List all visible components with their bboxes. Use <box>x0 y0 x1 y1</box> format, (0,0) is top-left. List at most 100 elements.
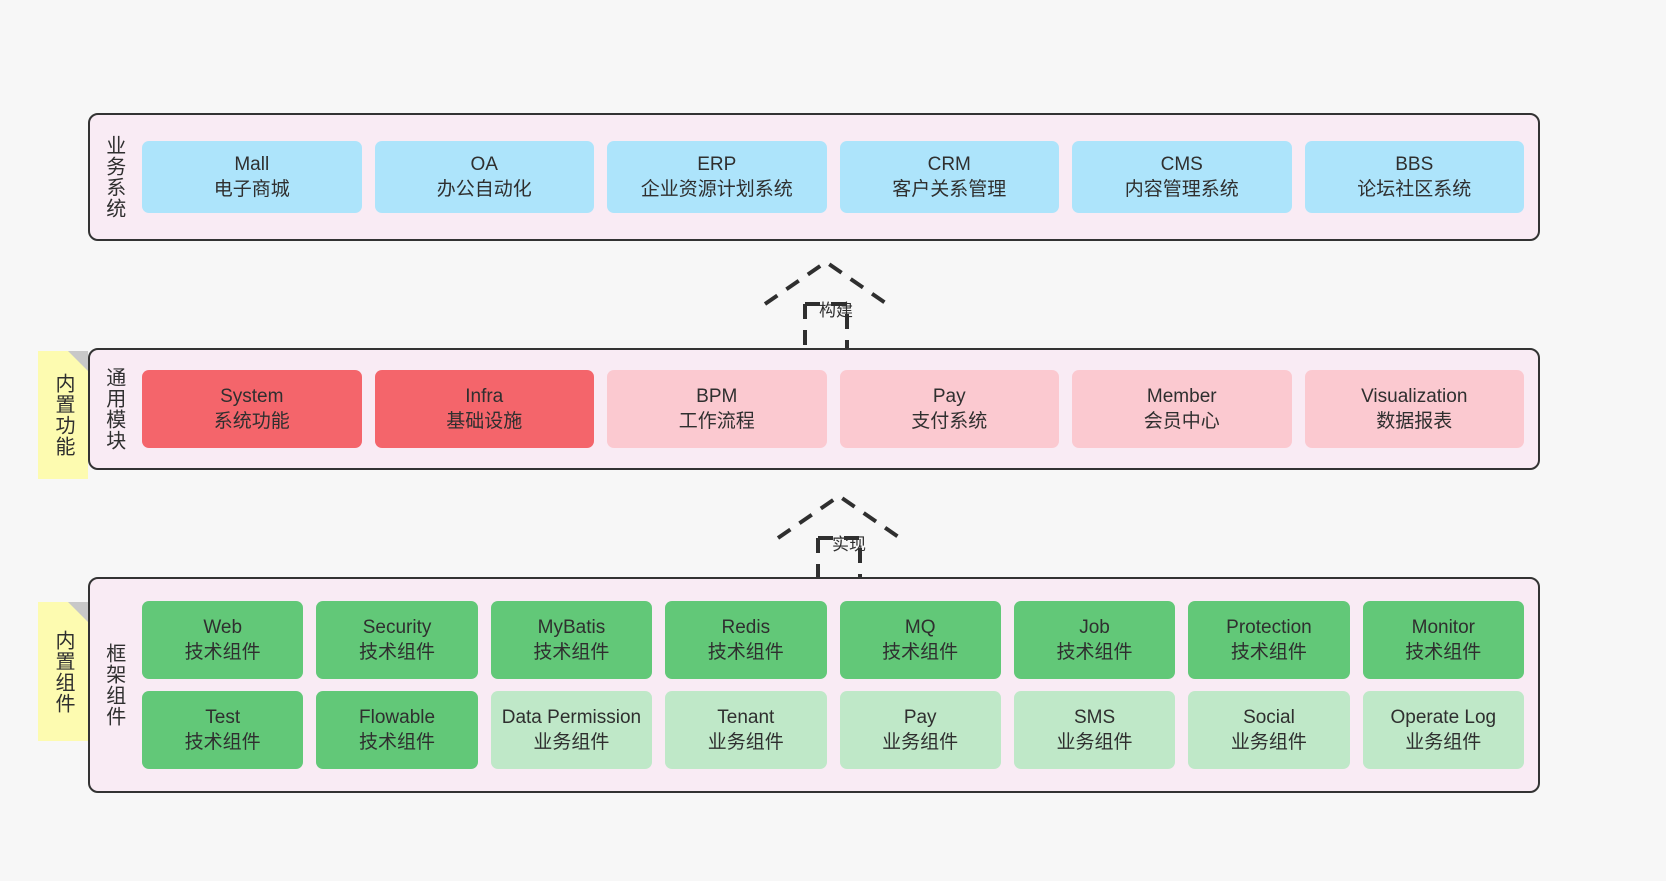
cell-system[interactable]: System 系统功能 <box>142 370 362 448</box>
cell-social-cn: 业务组件 <box>1230 732 1307 753</box>
cell-operate-log-en: Operate Log <box>1390 706 1497 728</box>
cell-mq-en: MQ <box>904 616 936 638</box>
cell-system-en: System <box>220 385 284 407</box>
note-fold-corner-icon <box>68 351 88 371</box>
layer-business-systems: 业务系统 Mall 电子商城 OA 办公自动化 ERP 企业资源计划系统 CRM… <box>88 113 1540 241</box>
cell-bbs[interactable]: BBS 论坛社区系统 <box>1304 141 1524 213</box>
cell-job[interactable]: Job 技术组件 <box>1013 601 1176 679</box>
cell-security-cn: 技术组件 <box>359 642 436 663</box>
cell-operate-log[interactable]: Operate Log 业务组件 <box>1362 691 1524 769</box>
cell-data-permission[interactable]: Data Permission 业务组件 <box>490 691 653 769</box>
cell-erp[interactable]: ERP 企业资源计划系统 <box>607 141 827 213</box>
cell-mall[interactable]: Mall 电子商城 <box>142 141 362 213</box>
cell-web-en: Web <box>203 616 243 638</box>
cell-web-cn: 技术组件 <box>184 642 261 663</box>
cell-flowable-cn: 技术组件 <box>359 732 436 753</box>
cell-sms-en: SMS <box>1073 706 1116 728</box>
cell-infra-en: Infra <box>465 385 504 407</box>
cell-oa-cn: 办公自动化 <box>436 179 532 200</box>
cell-redis-en: Redis <box>721 616 771 638</box>
cell-mall-cn: 电子商城 <box>213 179 290 200</box>
cell-mybatis-en: MyBatis <box>537 616 606 638</box>
cell-monitor-cn: 技术组件 <box>1405 642 1482 663</box>
cell-monitor-en: Monitor <box>1411 616 1475 638</box>
cell-tenant[interactable]: Tenant 业务组件 <box>665 691 827 769</box>
layer-general-modules: 通用模块 System 系统功能 Infra 基础设施 BPM 工作流程 Pay… <box>88 348 1540 470</box>
cell-pay-component-cn: 业务组件 <box>882 732 959 753</box>
layer-framework-title: 框架组件 <box>102 643 125 727</box>
cell-bpm-cn: 工作流程 <box>678 411 755 432</box>
cell-infra[interactable]: Infra 基础设施 <box>374 370 594 448</box>
cell-job-cn: 技术组件 <box>1056 642 1133 663</box>
cell-cms[interactable]: CMS 内容管理系统 <box>1072 141 1292 213</box>
connector-build-label: 构建 <box>819 301 853 320</box>
layer-business-body: Mall 电子商城 OA 办公自动化 ERP 企业资源计划系统 CRM 客户关系… <box>136 115 1538 239</box>
note-builtin-function: 内置功能 <box>38 351 88 479</box>
cell-mybatis-cn: 技术组件 <box>533 642 610 663</box>
cell-test-en: Test <box>205 706 241 728</box>
framework-row-1: Web 技术组件 Security 技术组件 MyBatis 技术组件 Redi… <box>142 601 1524 679</box>
cell-sms-cn: 业务组件 <box>1056 732 1133 753</box>
cell-tenant-cn: 业务组件 <box>707 732 784 753</box>
cell-pay-module-cn: 支付系统 <box>911 411 988 432</box>
cell-social-en: Social <box>1243 706 1295 728</box>
business-row: Mall 电子商城 OA 办公自动化 ERP 企业资源计划系统 CRM 客户关系… <box>142 141 1524 213</box>
cell-erp-cn: 企业资源计划系统 <box>640 179 793 200</box>
cell-protection[interactable]: Protection 技术组件 <box>1188 601 1350 679</box>
note-builtin-component-label: 内置组件 <box>52 629 74 714</box>
cell-member[interactable]: Member 会员中心 <box>1072 370 1292 448</box>
cell-security-en: Security <box>362 616 432 638</box>
cell-social[interactable]: Social 业务组件 <box>1188 691 1350 769</box>
connector-build: 构建 <box>757 258 917 350</box>
cell-redis[interactable]: Redis 技术组件 <box>665 601 827 679</box>
cell-sms[interactable]: SMS 业务组件 <box>1013 691 1176 769</box>
cell-pay-component-en: Pay <box>903 706 937 728</box>
cell-mall-en: Mall <box>234 153 270 175</box>
cell-mq-cn: 技术组件 <box>882 642 959 663</box>
layer-modules-body: System 系统功能 Infra 基础设施 BPM 工作流程 Pay 支付系统… <box>136 350 1538 468</box>
cell-web[interactable]: Web 技术组件 <box>142 601 304 679</box>
cell-pay-module[interactable]: Pay 支付系统 <box>839 370 1059 448</box>
cell-monitor[interactable]: Monitor 技术组件 <box>1362 601 1524 679</box>
cell-security[interactable]: Security 技术组件 <box>316 601 478 679</box>
cell-flowable-en: Flowable <box>359 706 436 728</box>
cell-data-permission-en: Data Permission <box>501 706 642 728</box>
cell-tenant-en: Tenant <box>717 706 775 728</box>
modules-row: System 系统功能 Infra 基础设施 BPM 工作流程 Pay 支付系统… <box>142 370 1524 448</box>
generalization-arrow-icon <box>763 259 889 350</box>
cell-bbs-cn: 论坛社区系统 <box>1357 179 1472 200</box>
cell-redis-cn: 技术组件 <box>707 642 784 663</box>
layer-modules-title: 通用模块 <box>102 367 125 451</box>
cell-flowable[interactable]: Flowable 技术组件 <box>316 691 478 769</box>
cell-member-en: Member <box>1146 385 1217 407</box>
cell-pay-component[interactable]: Pay 业务组件 <box>839 691 1001 769</box>
cell-oa[interactable]: OA 办公自动化 <box>374 141 594 213</box>
connector-implement: 实现 <box>770 492 930 584</box>
cell-system-cn: 系统功能 <box>213 411 290 432</box>
cell-bpm[interactable]: BPM 工作流程 <box>607 370 827 448</box>
cell-crm-en: CRM <box>927 153 971 175</box>
cell-data-permission-cn: 业务组件 <box>533 732 610 753</box>
cell-test-cn: 技术组件 <box>184 732 261 753</box>
cell-visualization-cn: 数据报表 <box>1376 411 1453 432</box>
cell-crm-cn: 客户关系管理 <box>892 179 1007 200</box>
framework-row-2: Test 技术组件 Flowable 技术组件 Data Permission … <box>142 691 1524 769</box>
cell-member-cn: 会员中心 <box>1143 411 1220 432</box>
cell-erp-en: ERP <box>697 153 737 175</box>
layer-framework-body: Web 技术组件 Security 技术组件 MyBatis 技术组件 Redi… <box>136 579 1538 791</box>
layer-business-title: 业务系统 <box>102 135 125 219</box>
cell-cms-en: CMS <box>1160 153 1203 175</box>
cell-bpm-en: BPM <box>696 385 738 407</box>
cell-bbs-en: BBS <box>1395 153 1434 175</box>
cell-visualization-en: Visualization <box>1361 385 1468 407</box>
cell-mybatis[interactable]: MyBatis 技术组件 <box>490 601 653 679</box>
note-builtin-component: 内置组件 <box>38 602 88 741</box>
cell-infra-cn: 基础设施 <box>446 411 523 432</box>
cell-mq[interactable]: MQ 技术组件 <box>839 601 1001 679</box>
cell-visualization[interactable]: Visualization 数据报表 <box>1304 370 1524 448</box>
cell-test[interactable]: Test 技术组件 <box>142 691 304 769</box>
note-builtin-function-label: 内置功能 <box>52 373 74 457</box>
cell-crm[interactable]: CRM 客户关系管理 <box>839 141 1059 213</box>
connector-implement-label: 实现 <box>832 535 866 554</box>
